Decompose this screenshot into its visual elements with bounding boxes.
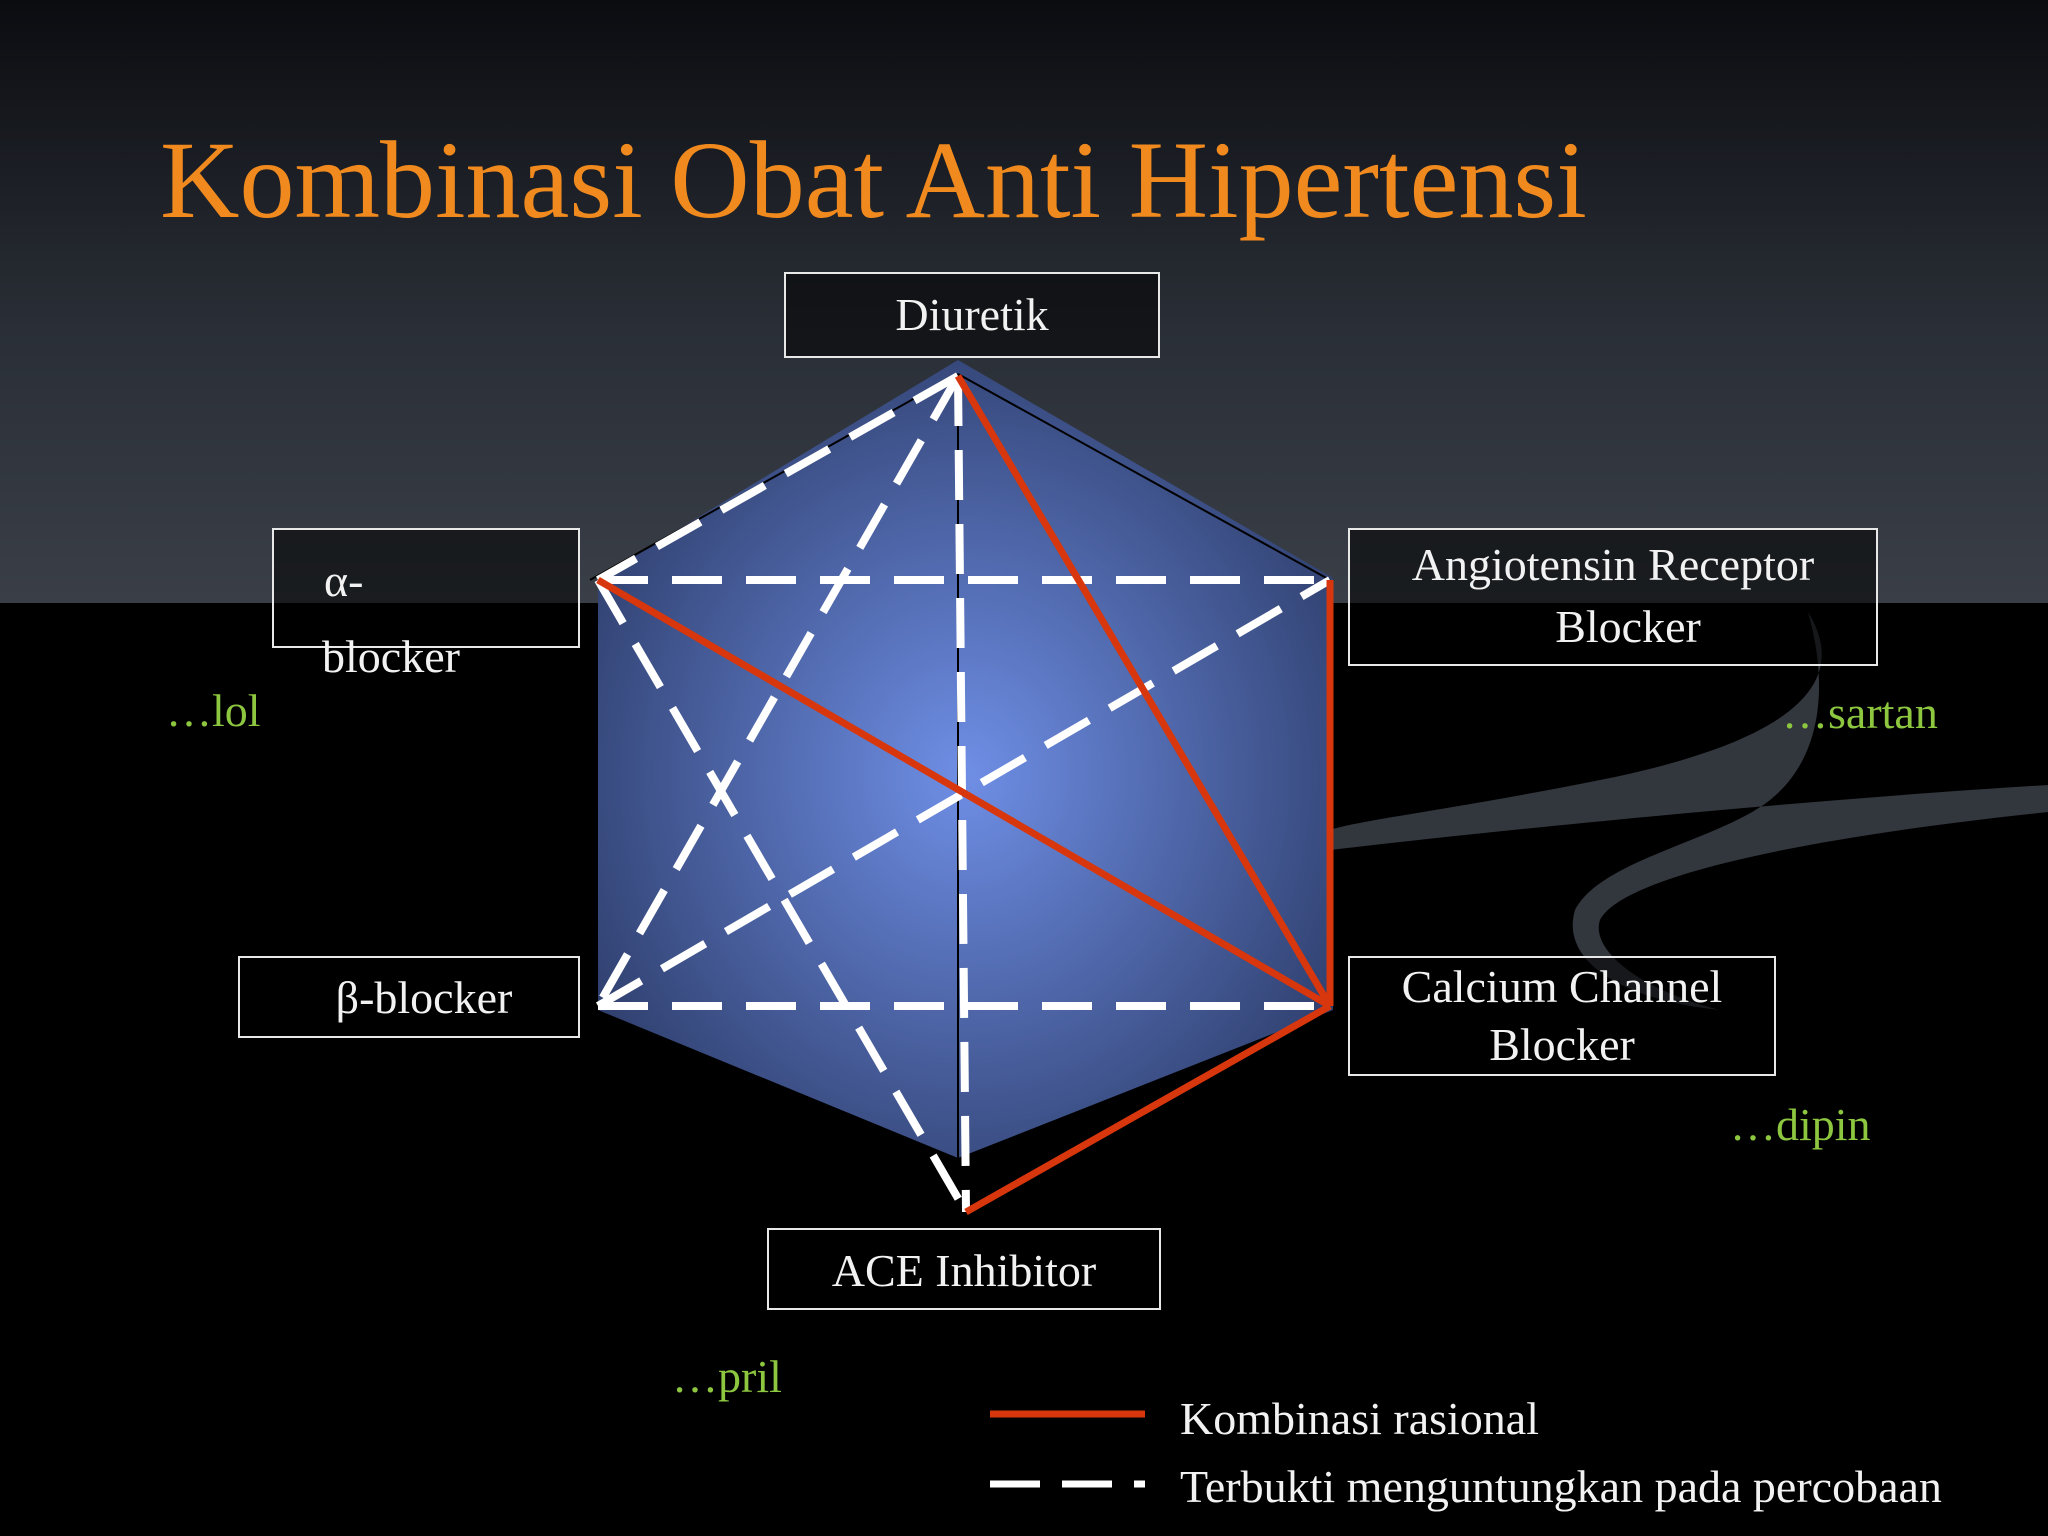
node-diuretik-label: Diuretik xyxy=(895,289,1049,340)
suffix-lol: …lol xyxy=(166,685,261,736)
node-arb: Angiotensin Receptor Blocker xyxy=(1348,528,1878,666)
node-ccb-label-line2: Blocker xyxy=(1489,1019,1635,1070)
node-alpha-blocker-line2: blocker xyxy=(322,631,460,682)
connection-ccb-acei xyxy=(964,1002,1332,1216)
node-alpha-blocker: α- xyxy=(272,528,580,648)
connection-diuretik-alpha xyxy=(596,372,960,584)
legend-trial-label: Terbukti menguntungkan pada percobaan xyxy=(1180,1461,1942,1512)
alpha-dash: - xyxy=(348,555,364,606)
alpha-symbol: α xyxy=(324,555,349,606)
node-beta-blocker: β-blocker xyxy=(238,956,580,1038)
node-diuretik: Diuretik xyxy=(784,272,1160,358)
beta-blocker-text: -blocker xyxy=(359,972,513,1023)
connection-diuretik-ccb xyxy=(954,374,1334,1008)
suffix-pril: …pril xyxy=(672,1351,782,1402)
suffix-dipin: …dipin xyxy=(1730,1099,1871,1150)
legend-rational-label: Kombinasi rasional xyxy=(1180,1393,1539,1444)
beta-symbol: β xyxy=(335,972,360,1023)
trial-combination-lines xyxy=(594,372,1333,1215)
node-ccb: Calcium Channel Blocker xyxy=(1348,956,1776,1076)
connection-diuretik-beta xyxy=(594,374,962,1008)
node-arb-label-line2: Blocker xyxy=(1555,601,1701,652)
connection-beta-arb xyxy=(595,576,1333,1010)
rational-combination-lines xyxy=(596,374,1334,1216)
node-ace-inhibitor: ACE Inhibitor xyxy=(767,1228,1161,1310)
connection-alpha-ccb xyxy=(596,576,1332,1010)
slide-title: Kombinasi Obat Anti Hipertensi xyxy=(160,119,1587,241)
connection-alpha-acei xyxy=(594,577,970,1215)
node-arb-label-line1: Angiotensin Receptor xyxy=(1411,539,1815,590)
node-ccb-label-line1: Calcium Channel xyxy=(1401,961,1723,1012)
suffix-sartan: …sartan xyxy=(1782,687,1938,738)
decorative-swoosh xyxy=(1330,612,2048,1010)
node-ace-inhibitor-label: ACE Inhibitor xyxy=(831,1245,1097,1296)
